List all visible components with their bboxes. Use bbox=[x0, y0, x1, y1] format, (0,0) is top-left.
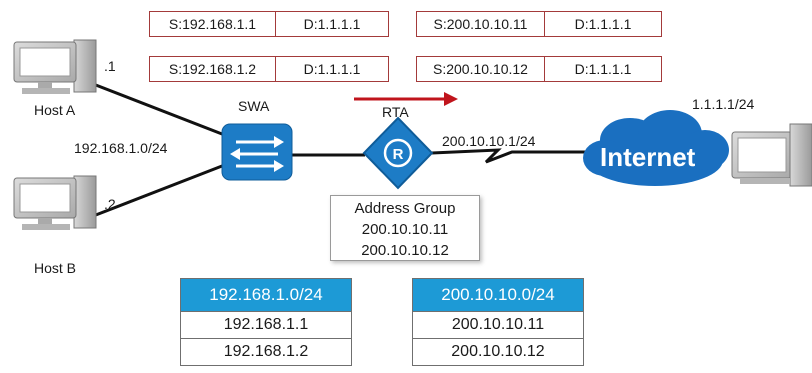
host-b-pc-icon bbox=[13, 175, 97, 230]
address-group-entry: 200.10.10.11 bbox=[361, 221, 449, 238]
table-row: 192.168.1.1 bbox=[180, 311, 352, 339]
packet-box: S:192.168.1.2 D:1.1.1.1 bbox=[149, 56, 389, 82]
table-row: 200.10.10.11 bbox=[412, 311, 584, 339]
direction-arrow-icon bbox=[354, 92, 458, 106]
link-hosta-swa bbox=[87, 80, 223, 136]
svg-text:R: R bbox=[393, 146, 404, 163]
packet-box: S:200.10.10.11 D:1.1.1.1 bbox=[416, 11, 662, 37]
public-table-header: 200.10.10.0/24 bbox=[412, 278, 584, 312]
switch-icon bbox=[221, 123, 293, 181]
packet-source: S:192.168.1.2 bbox=[150, 57, 276, 81]
switch-label: SWA bbox=[238, 98, 270, 114]
packet-source: S:192.168.1.1 bbox=[150, 12, 276, 36]
table-row: 200.10.10.12 bbox=[412, 338, 584, 366]
packet-destination: D:1.1.1.1 bbox=[574, 16, 632, 32]
private-address-table: 192.168.1.0/24 192.168.1.1 192.168.1.2 bbox=[180, 278, 352, 366]
table-row: 192.168.1.2 bbox=[180, 338, 352, 366]
private-table-header: 192.168.1.0/24 bbox=[180, 278, 352, 312]
router-wan-ip: 200.10.10.1/24 bbox=[442, 133, 536, 149]
address-group-title: Address Group bbox=[354, 200, 456, 217]
address-group-box: Address Group 200.10.10.11 200.10.10.12 bbox=[330, 195, 480, 261]
host-a-ip-suffix: .1 bbox=[104, 58, 116, 74]
packet-box: S:200.10.10.12 D:1.1.1.1 bbox=[416, 56, 662, 82]
link-hostb-swa bbox=[87, 164, 223, 220]
public-address-table: 200.10.10.0/24 200.10.10.11 200.10.10.12 bbox=[412, 278, 584, 366]
internet-label: Internet bbox=[600, 142, 696, 172]
host-a-pc-icon bbox=[13, 39, 97, 94]
server-ip-label: 1.1.1.1/24 bbox=[692, 96, 755, 112]
internet-cloud-icon bbox=[583, 110, 729, 186]
lan-subnet-label: 192.168.1.0/24 bbox=[74, 140, 168, 156]
packet-destination: D:1.1.1.1 bbox=[574, 61, 632, 77]
router-label: RTA bbox=[382, 104, 409, 120]
server-pc-icon bbox=[731, 123, 812, 187]
packet-source: S:200.10.10.12 bbox=[417, 57, 545, 81]
address-group-entry: 200.10.10.12 bbox=[361, 242, 449, 259]
packet-destination: D:1.1.1.1 bbox=[303, 16, 361, 32]
router-icon: R bbox=[362, 116, 434, 190]
packet-box: S:192.168.1.1 D:1.1.1.1 bbox=[149, 11, 389, 37]
host-b-label: Host B bbox=[34, 260, 77, 276]
packet-destination: D:1.1.1.1 bbox=[303, 61, 361, 77]
host-a-label: Host A bbox=[34, 102, 76, 118]
packet-source: S:200.10.10.11 bbox=[417, 12, 545, 36]
serial-link bbox=[431, 148, 586, 164]
host-b-ip-suffix: .2 bbox=[104, 196, 116, 212]
